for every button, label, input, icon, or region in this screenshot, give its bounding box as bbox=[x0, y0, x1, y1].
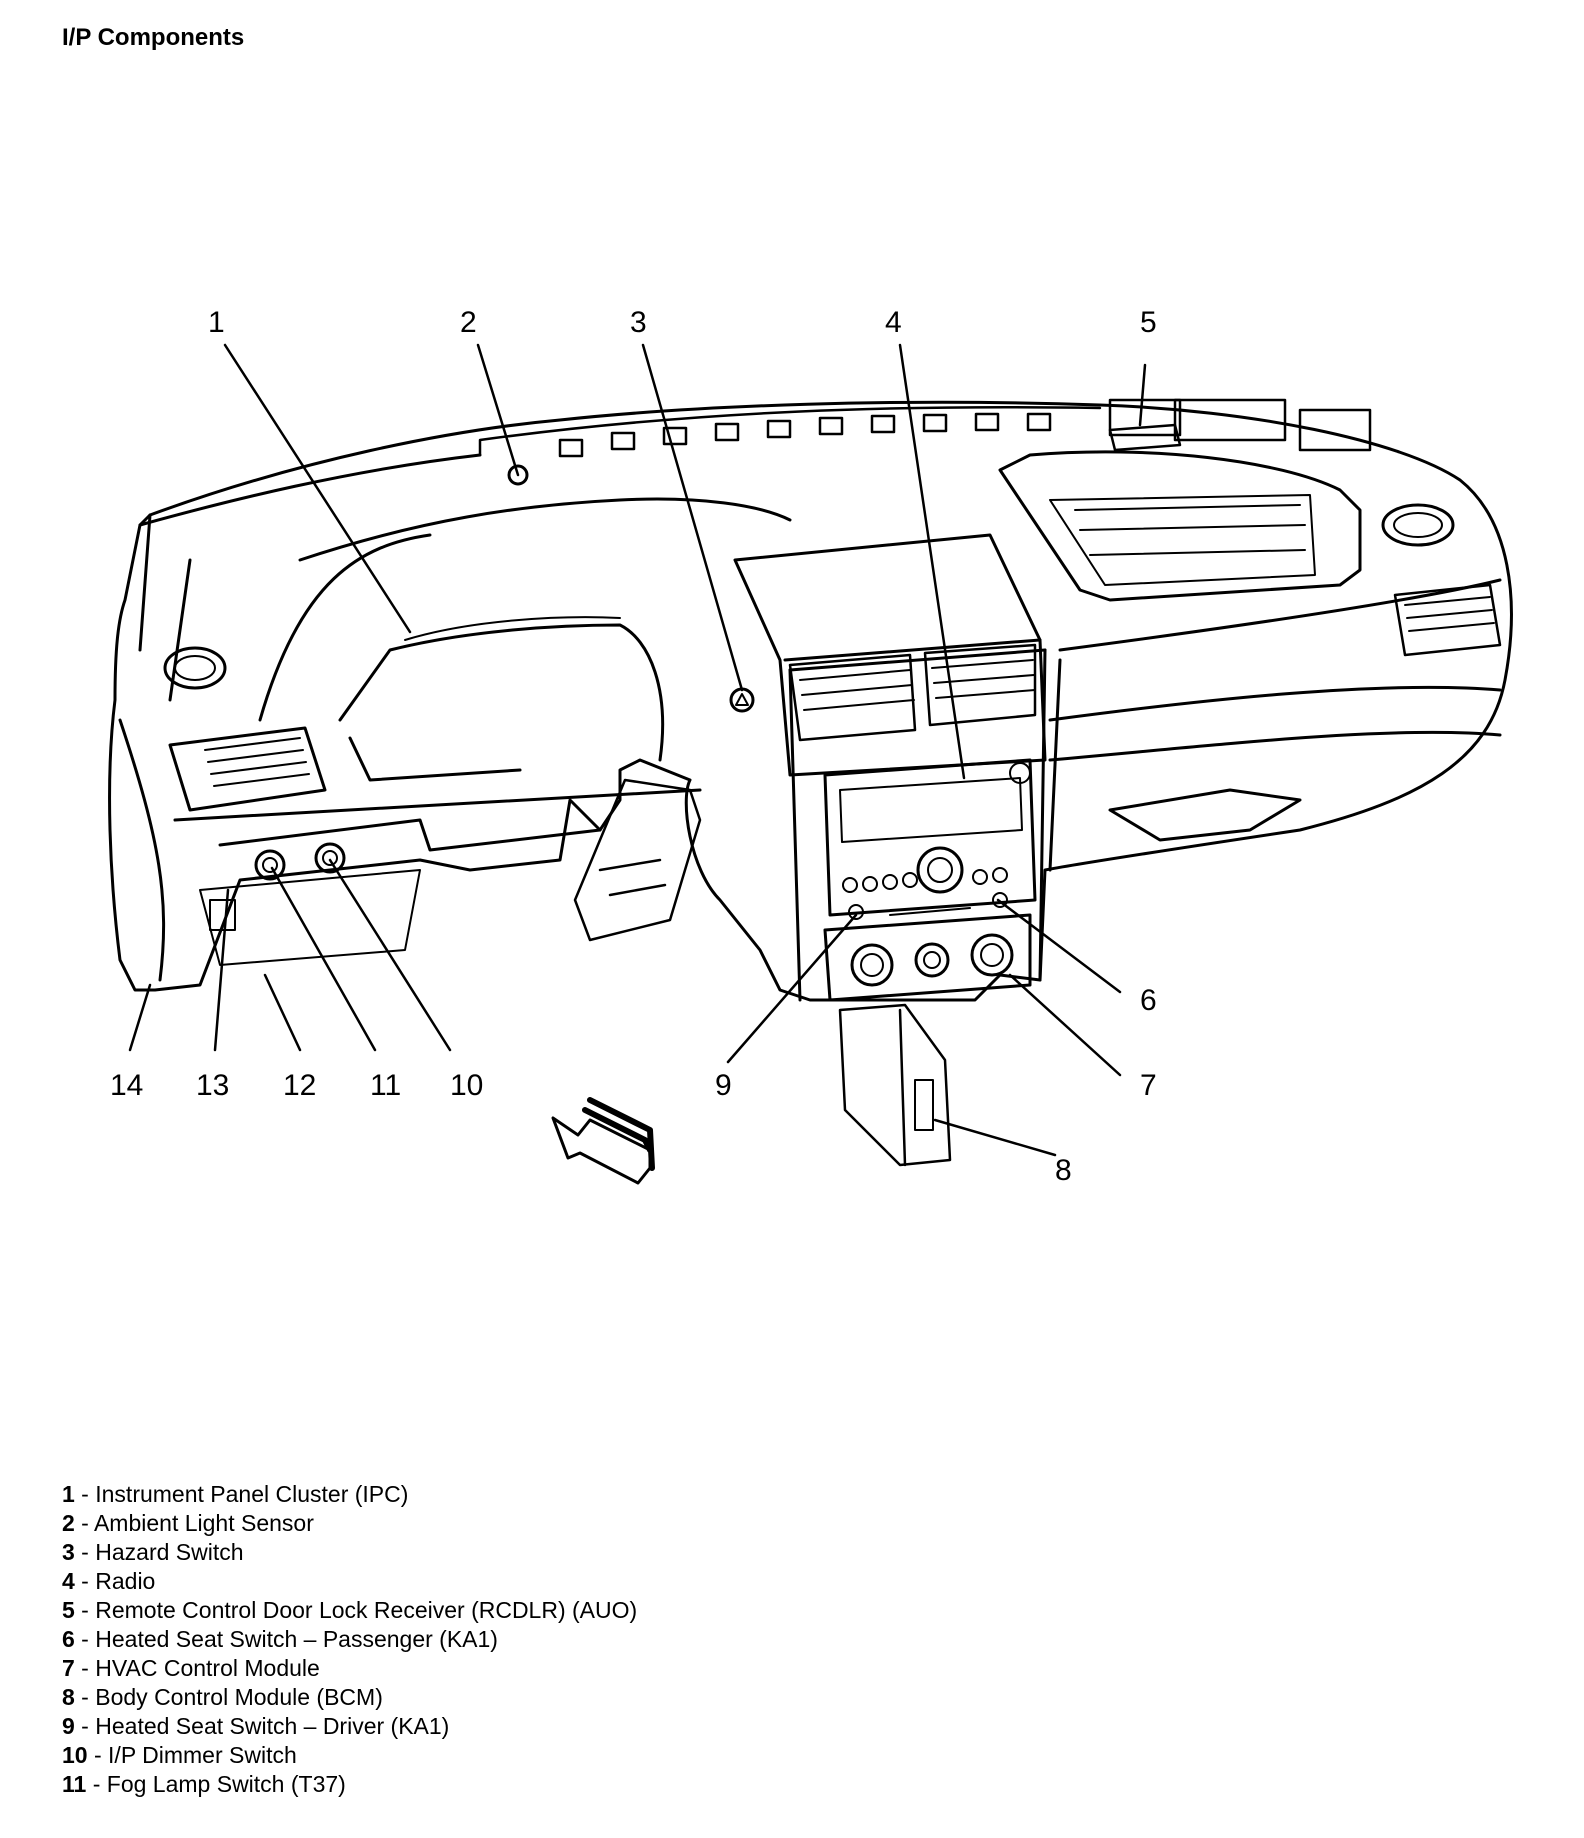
legend-separator: - bbox=[74, 1713, 96, 1739]
callout-4: 4 bbox=[885, 306, 902, 339]
right-side-vent bbox=[1381, 503, 1455, 547]
hazard-switch bbox=[729, 687, 755, 713]
left-side-vent bbox=[163, 646, 227, 690]
legend-separator: - bbox=[74, 1597, 96, 1623]
left-center-vent bbox=[168, 726, 327, 812]
legend-item: 3 - Hazard Switch bbox=[62, 1538, 637, 1567]
legend-text: Instrument Panel Cluster (IPC) bbox=[95, 1481, 409, 1507]
dashboard-outline bbox=[108, 400, 1513, 1002]
forward-direction-arrow bbox=[551, 1097, 655, 1185]
legend-text: HVAC Control Module bbox=[95, 1655, 320, 1681]
body-control-module bbox=[838, 1003, 952, 1167]
callout-3: 3 bbox=[630, 306, 647, 339]
callout-9: 9 bbox=[715, 1069, 732, 1102]
legend-separator: - bbox=[74, 1568, 96, 1594]
legend-text: Ambient Light Sensor bbox=[93, 1510, 314, 1536]
legend-number: 1 bbox=[62, 1481, 75, 1507]
legend-number: 10 bbox=[62, 1742, 88, 1768]
steering-column-bracket bbox=[573, 778, 702, 942]
instrument-panel-diagram: 1 2 3 4 5 6 7 8 9 10 11 12 13 14 bbox=[108, 306, 1513, 1187]
component-legend: 1 - Instrument Panel Cluster (IPC) 2 - A… bbox=[62, 1480, 637, 1799]
center-vents bbox=[788, 643, 1037, 742]
callout-14: 14 bbox=[110, 1069, 143, 1102]
legend-number: 5 bbox=[62, 1597, 75, 1623]
legend-item: 2 - Ambient Light Sensor bbox=[62, 1509, 637, 1538]
ambient-light-sensor bbox=[507, 464, 529, 486]
callout-1: 1 bbox=[208, 306, 225, 339]
legend-number: 6 bbox=[62, 1626, 75, 1652]
hvac-control-module bbox=[823, 892, 1032, 1002]
legend-item: 4 - Radio bbox=[62, 1567, 637, 1596]
legend-separator: - bbox=[74, 1684, 96, 1710]
passenger-airbag-door bbox=[998, 450, 1362, 602]
legend-number: 4 bbox=[62, 1568, 75, 1594]
radio-unit bbox=[823, 758, 1037, 917]
callout-6: 6 bbox=[1140, 984, 1157, 1017]
defrost-grille bbox=[478, 398, 1372, 458]
legend-text: I/P Dimmer Switch bbox=[108, 1742, 297, 1768]
legend-text: Hazard Switch bbox=[95, 1539, 244, 1565]
legend-number: 11 bbox=[62, 1771, 87, 1797]
lower-switch-panel bbox=[199, 842, 421, 966]
callout-7: 7 bbox=[1140, 1069, 1157, 1102]
callout-2: 2 bbox=[460, 306, 477, 339]
legend-separator: - bbox=[74, 1626, 96, 1652]
callout-labels: 1 2 3 4 5 6 7 8 9 10 11 12 13 14 bbox=[110, 306, 1157, 1187]
right-center-vent bbox=[1393, 583, 1502, 657]
legend-separator: - bbox=[74, 1655, 96, 1681]
callout-8: 8 bbox=[1055, 1154, 1072, 1187]
legend-separator: - bbox=[74, 1481, 96, 1507]
callout-10: 10 bbox=[450, 1069, 483, 1102]
callout-11: 11 bbox=[370, 1069, 401, 1102]
legend-separator: - bbox=[74, 1510, 94, 1536]
legend-separator: - bbox=[86, 1771, 107, 1797]
legend-item: 5 - Remote Control Door Lock Receiver (R… bbox=[62, 1596, 637, 1625]
legend-item: 11 - Fog Lamp Switch (T37) bbox=[62, 1770, 637, 1799]
legend-item: 1 - Instrument Panel Cluster (IPC) bbox=[62, 1480, 637, 1509]
rcdlr-module bbox=[1108, 423, 1182, 452]
legend-number: 9 bbox=[62, 1713, 75, 1739]
legend-text: Fog Lamp Switch (T37) bbox=[106, 1771, 346, 1797]
leader-lines bbox=[128, 343, 1147, 1157]
callout-12: 12 bbox=[283, 1069, 316, 1102]
legend-text: Radio bbox=[95, 1568, 156, 1594]
legend-number: 8 bbox=[62, 1684, 75, 1710]
center-stack bbox=[733, 533, 1047, 1002]
legend-item: 7 - HVAC Control Module bbox=[62, 1654, 637, 1683]
callout-5: 5 bbox=[1140, 306, 1157, 339]
page-title: I/P Components bbox=[62, 24, 245, 51]
legend-separator: - bbox=[87, 1742, 109, 1768]
legend-item: 8 - Body Control Module (BCM) bbox=[62, 1683, 637, 1712]
legend-text: Heated Seat Switch – Passenger (KA1) bbox=[95, 1626, 498, 1652]
legend-item: 6 - Heated Seat Switch – Passenger (KA1) bbox=[62, 1625, 637, 1654]
legend-number: 2 bbox=[62, 1510, 75, 1536]
legend-number: 7 bbox=[62, 1655, 75, 1681]
callout-13: 13 bbox=[196, 1069, 229, 1102]
legend-text: Heated Seat Switch – Driver (KA1) bbox=[95, 1713, 450, 1739]
legend-number: 3 bbox=[62, 1539, 75, 1565]
legend-item: 10 - I/P Dimmer Switch bbox=[62, 1741, 637, 1770]
legend-text: Remote Control Door Lock Receiver (RCDLR… bbox=[95, 1597, 638, 1623]
legend-text: Body Control Module (BCM) bbox=[95, 1684, 383, 1710]
legend-separator: - bbox=[74, 1539, 96, 1565]
legend-item: 9 - Heated Seat Switch – Driver (KA1) bbox=[62, 1712, 637, 1741]
instrument-cluster-hood bbox=[338, 616, 665, 782]
